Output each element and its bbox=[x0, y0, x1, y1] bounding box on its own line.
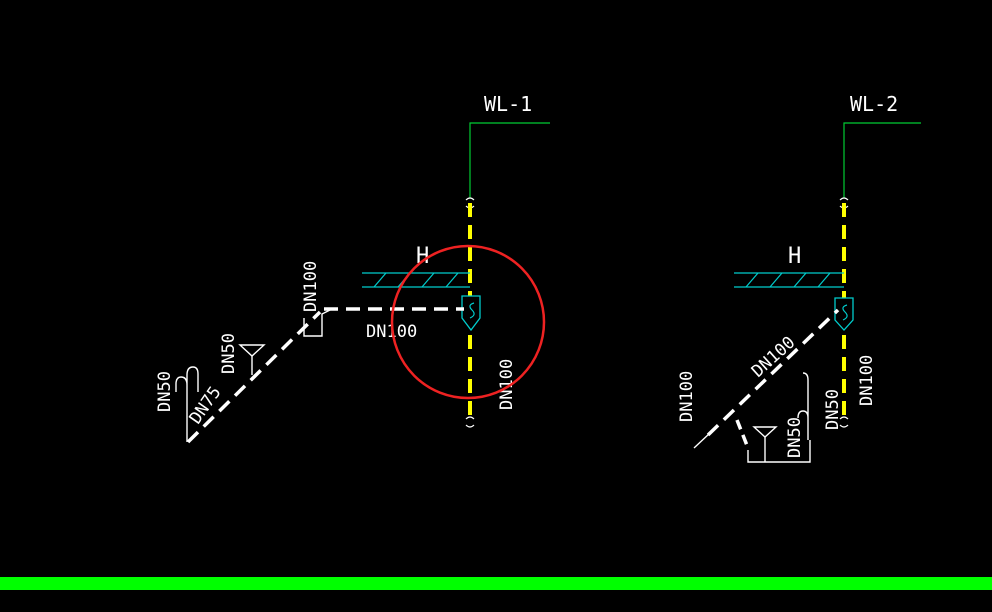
label-upper-dn-wl-1: DN100 bbox=[301, 261, 321, 312]
highlight-circle bbox=[390, 244, 546, 400]
lower-trap-wl-2 bbox=[747, 440, 811, 463]
label-riser-dn-small-wl-2: DN50 bbox=[823, 389, 843, 430]
floor-hatch-wl-2 bbox=[734, 272, 844, 288]
break-mark-bottom-wl-2 bbox=[839, 416, 849, 428]
bottom-status-bar bbox=[0, 577, 992, 590]
riser-label-wl-1: WL-1 bbox=[484, 92, 532, 116]
floor-hatch-wl-1 bbox=[362, 272, 470, 288]
fixture-symbol-wl-2 bbox=[752, 426, 778, 462]
label-trap-dn-wl-1: DN50 bbox=[155, 371, 175, 412]
lower-branch-wl-2 bbox=[735, 419, 750, 449]
diagonal-branch-wl-2 bbox=[706, 308, 840, 437]
cleanout-symbol-wl-1 bbox=[461, 295, 481, 332]
cleanout-symbol-wl-2 bbox=[834, 297, 854, 331]
s-trap-wl-1 bbox=[175, 366, 199, 442]
label-fixture-dn-wl-1: DN50 bbox=[219, 333, 239, 374]
floor-mark-wl-2: H bbox=[788, 244, 801, 269]
riser-line-wl-2 bbox=[843, 122, 921, 198]
diagonal-branch-wl-1 bbox=[186, 310, 322, 444]
label-riser-dn-wl-2: DN100 bbox=[857, 355, 877, 406]
branch-end-wl-2 bbox=[693, 432, 711, 449]
label-left-dn-wl-2: DN100 bbox=[677, 371, 697, 422]
label-riser-dn-wl-1: DN100 bbox=[497, 359, 517, 410]
break-mark-bottom-wl-1 bbox=[465, 416, 475, 428]
label-fixture-dn-wl-2: DN50 bbox=[785, 417, 805, 458]
fixture-symbol-wl-1 bbox=[238, 344, 266, 375]
riser-line-wl-1 bbox=[469, 122, 550, 198]
s-trap-wl-2 bbox=[797, 372, 809, 440]
riser-label-wl-2: WL-2 bbox=[850, 92, 898, 116]
